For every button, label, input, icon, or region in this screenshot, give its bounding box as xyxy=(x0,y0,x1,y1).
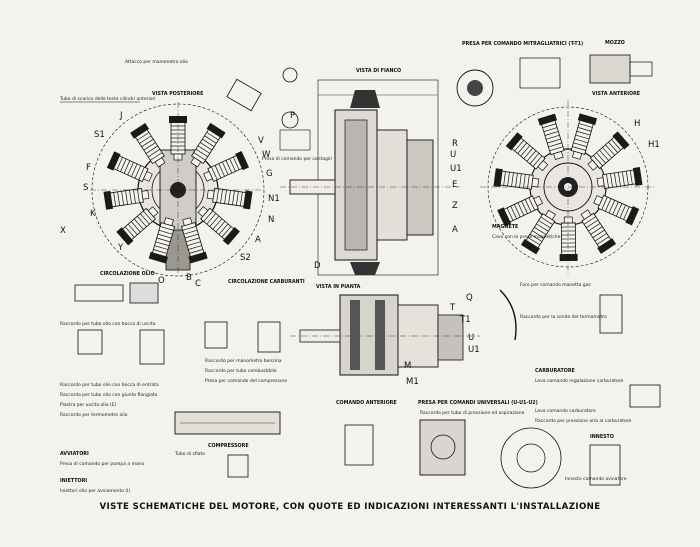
label-Z: Z xyxy=(452,201,458,211)
title-starters: AVVIATORI xyxy=(60,451,89,457)
title-injectors: INIETTORI xyxy=(60,478,87,484)
label-D: D xyxy=(314,261,321,271)
note-vent: Tubo di sfiato xyxy=(174,451,205,457)
label-F: F xyxy=(86,163,91,173)
front-view xyxy=(480,100,656,274)
note-carb-air: Raccordo per pressione aria al carburato… xyxy=(535,418,631,424)
label-A-side: A xyxy=(452,225,458,235)
note-oil-plate: Piastra per uscita olio (E) xyxy=(60,402,117,408)
note-fuel-gauge: Raccordo per manometro benzina xyxy=(205,358,282,364)
label-Y: Y xyxy=(117,243,124,253)
drawing-caption: VISTE SCHEMATICHE DEL MOTORE, CON QUOTE … xyxy=(99,502,601,512)
label-H: H xyxy=(634,119,640,129)
top-view xyxy=(290,294,480,376)
title-rear-view: VISTA POSTERIORE xyxy=(152,91,203,97)
label-T1: T1 xyxy=(459,315,471,325)
side-view xyxy=(280,79,460,276)
label-M1: M1 xyxy=(406,377,419,387)
note-compressor-drive: Presa per comando del compressore xyxy=(205,378,287,384)
title-universal-drive: PRESA PER COMANDI UNIVERSALI (U-U1-U2) xyxy=(418,400,538,406)
note-tachometer: Presa di comando per contagiri xyxy=(262,156,332,162)
note-thermo-probe: Raccordo per la sonda del termometro xyxy=(520,314,607,320)
label-S1: S1 xyxy=(94,130,105,140)
note-throttle-hole: Foro per comando manetta gas xyxy=(520,282,591,288)
label-M: M xyxy=(404,361,411,371)
label-E: E xyxy=(452,180,457,190)
label-U1-top: U1 xyxy=(468,345,480,355)
label-U-top: U xyxy=(468,333,474,343)
title-starter-gear: INNESTO xyxy=(590,434,614,440)
label-X: X xyxy=(60,226,66,236)
label-N: N xyxy=(268,215,274,225)
side-letter-labels: P U U1 E Z D R A xyxy=(290,111,462,271)
note-hand-pump: Presa di comando per pompa a mano xyxy=(60,461,145,467)
label-A: A xyxy=(255,235,261,245)
note-pressure-pipe: Raccordo per tubo di pressione ed aspira… xyxy=(420,410,525,416)
note-oil-flange: Raccordo per tubo olio con giunto flangi… xyxy=(60,392,158,398)
label-P: P xyxy=(290,111,295,121)
title-magneto: MAGNETE xyxy=(492,224,518,230)
title-fuel-circulation: CIRCOLAZIONE CARBURANTI xyxy=(228,279,305,285)
rear-view xyxy=(90,102,266,278)
label-O: O xyxy=(158,276,165,286)
title-carburettor: CARBURATORE xyxy=(535,368,575,374)
note-oil-thermo: Raccordo per termometro olio xyxy=(60,412,128,418)
note-oil-outlet: Raccordo per tubo olio con bocca di usci… xyxy=(60,321,156,327)
fuel-parts xyxy=(174,321,281,478)
right-parts xyxy=(499,289,661,408)
label-G: G xyxy=(266,169,273,179)
rear-letter-labels: J S1 F S K X Y O B C A S2 N1 N G V W xyxy=(60,111,280,289)
lower-centre-parts xyxy=(344,419,621,489)
label-W: W xyxy=(262,150,271,160)
top-letter-labels: Q T T1 U U1 M M1 xyxy=(404,293,480,387)
title-compressor: COMPRESSORE xyxy=(208,443,249,449)
note-injectors: Iniettori olio per avviamento (I) xyxy=(60,488,130,494)
label-S: S xyxy=(83,183,88,193)
label-T: T xyxy=(449,303,456,313)
label-R: R xyxy=(452,139,458,149)
title-gun-drive: PRESA PER COMANDO MITRAGLIATRICI (T-T1) xyxy=(462,41,583,47)
label-C: C xyxy=(195,279,201,289)
label-V: V xyxy=(258,136,264,146)
note-starter-engage: Innesto comando avviatore xyxy=(565,476,627,482)
title-side-view: VISTA DI FIANCO xyxy=(356,68,401,74)
title-hub: MOZZO xyxy=(605,40,625,46)
label-H1: H1 xyxy=(648,140,660,150)
note-oil-inlet: Raccordo per tubo olio con bocca di entr… xyxy=(60,382,159,388)
note-exhaust: Tubo di scarico delle teste cilindri ant… xyxy=(59,96,156,102)
oil-parts xyxy=(74,282,165,365)
title-front-drive: COMANDO ANTERIORE xyxy=(336,400,397,406)
note-carb-adjust: Leva comando regolazione carburatore xyxy=(535,378,624,384)
note-oil-gauge: Attacco per manometro olio xyxy=(125,59,188,65)
label-N1: N1 xyxy=(268,194,280,204)
label-J: J xyxy=(119,111,123,121)
detail-parts-top xyxy=(226,67,311,151)
note-carb-lever: Leva comando carburatore xyxy=(535,408,596,414)
label-S2: S2 xyxy=(240,253,251,263)
detail-parts-topright xyxy=(456,54,653,107)
title-top-view: VISTA IN PIANTA xyxy=(316,284,361,290)
label-K: K xyxy=(90,209,96,219)
label-U1: U1 xyxy=(450,164,462,174)
note-fuel-pipe: Raccordo per tubo combustibile xyxy=(205,368,277,374)
label-B: B xyxy=(186,273,192,283)
note-magneto-cable: Cavo con le prese magnetiche xyxy=(492,234,561,240)
label-Q: Q xyxy=(466,293,473,303)
title-front-view: VISTA ANTERIORE xyxy=(592,91,640,97)
title-oil-circulation: CIRCOLAZIONE OLIO xyxy=(100,271,155,277)
label-U: U xyxy=(450,150,456,160)
